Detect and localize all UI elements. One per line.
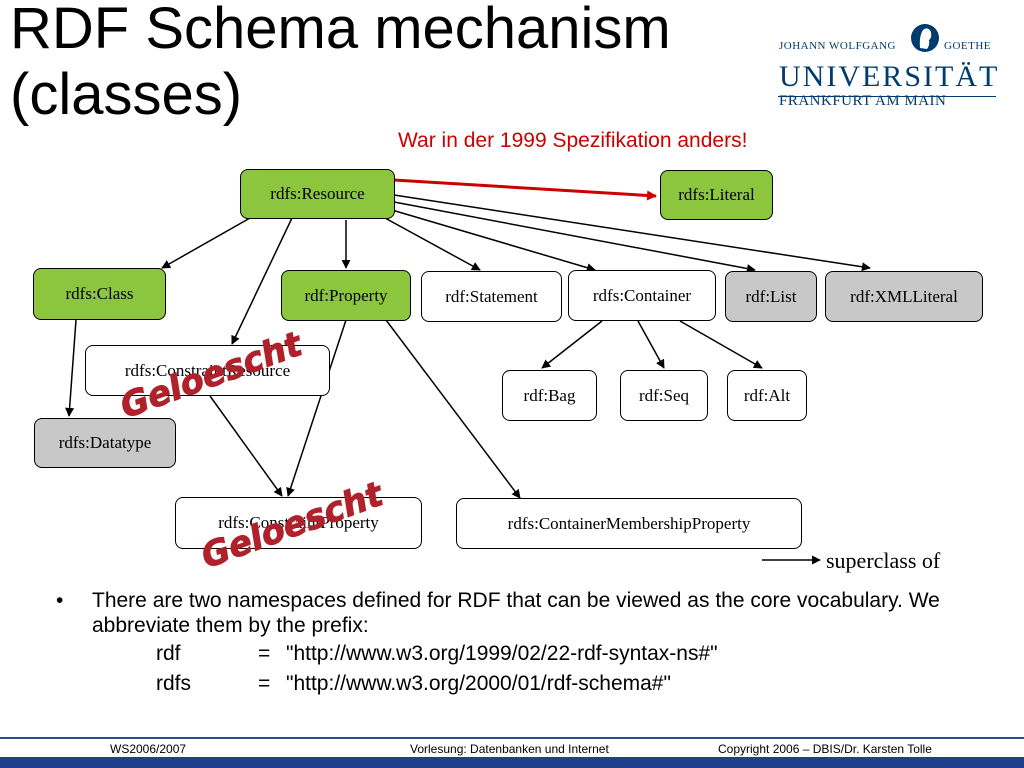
- namespace-uri: "http://www.w3.org/2000/01/rdf-schema#": [286, 672, 671, 695]
- bullet-text: There are two namespaces defined for RDF…: [92, 589, 940, 637]
- slide-title-line1: RDF Schema mechanism: [10, 0, 671, 61]
- namespace-prefix: rdfs: [156, 672, 192, 695]
- node-rdf-xmlliteral: rdf:XMLLiteral: [825, 271, 983, 322]
- footer-semester: WS2006/2007: [110, 742, 187, 756]
- legend-label: superclass of: [826, 548, 941, 573]
- arrow-class-datatype: [65, 319, 77, 417]
- arrow-constraint-resource-constraint-property: [209, 395, 283, 497]
- arrow-resource-list: [393, 201, 756, 273]
- namespace-uri: "http://www.w3.org/1999/02/22-rdf-syntax…: [286, 642, 718, 665]
- footer-bar: [0, 757, 1024, 768]
- node-rdfs-container: rdfs:Container: [568, 270, 716, 321]
- footer-rule: [0, 737, 1024, 739]
- footer-copyright: Copyright 2006 – DBIS/Dr. Karsten Tolle: [718, 742, 932, 756]
- node-rdf-seq: rdf:Seq: [620, 370, 708, 421]
- arrow-property-constraint-property: [286, 319, 347, 497]
- node-rdfs-class: rdfs:Class: [33, 268, 166, 320]
- node-rdfs-constraint-property: rdfs:ConstraintProperty: [175, 497, 422, 549]
- node-rdf-bag: rdf:Bag: [502, 370, 597, 421]
- university-logo: JOHANN WOLFGANG GOETHE UNIVERSITÄT FRANK…: [776, 18, 998, 114]
- arrow-resource-class: [161, 217, 251, 269]
- namespace-row-rdf: rdf = "http://www.w3.org/1999/02/22-rdf-…: [56, 638, 1006, 668]
- namespace-equals: =: [258, 672, 271, 695]
- logo-text-left: JOHANN WOLFGANG: [779, 40, 896, 52]
- logo-rule: [778, 96, 996, 97]
- arrow-resource-constraint-resource: [231, 217, 293, 345]
- arrow-resource-statement: [384, 217, 481, 271]
- arrow-container-alt: [679, 320, 763, 369]
- logo-text-right: GOETHE: [944, 40, 991, 52]
- slide-title: RDF Schema mechanism (classes): [10, 0, 671, 128]
- node-rdfs-constraint-resource: rdfs:ConstraintResource: [85, 345, 330, 396]
- node-rdf-statement: rdf:Statement: [421, 271, 562, 322]
- node-rdfs-container-membership-property: rdfs:ContainerMembershipProperty: [456, 498, 802, 549]
- arrow-container-bag: [541, 320, 603, 369]
- node-rdf-alt: rdf:Alt: [727, 370, 807, 421]
- arrow-resource-xmlliteral: [393, 194, 871, 272]
- slide-title-line2: (classes): [10, 62, 243, 127]
- node-rdf-property: rdf:Property: [281, 270, 411, 321]
- arrow-resource-container: [391, 209, 596, 273]
- arrow-property-cmp: [385, 319, 521, 499]
- node-rdf-list: rdf:List: [725, 271, 817, 322]
- namespace-row-rdfs: rdfs = "http://www.w3.org/2000/01/rdf-sc…: [56, 668, 1006, 698]
- logo-university: UNIVERSITÄT: [779, 60, 1000, 93]
- node-rdfs-resource: rdfs:Resource: [240, 169, 395, 219]
- footer-lecture: Vorlesung: Datenbanken und Internet: [410, 742, 609, 756]
- arrow-container-seq: [637, 320, 665, 369]
- bullet-item: • There are two namespaces defined for R…: [56, 588, 1006, 638]
- namespace-prefix: rdf: [156, 642, 181, 665]
- node-rdfs-datatype: rdfs:Datatype: [34, 418, 176, 468]
- node-rdfs-literal: rdfs:Literal: [660, 170, 773, 220]
- bullet-marker: •: [56, 589, 64, 612]
- bullet-section: • There are two namespaces defined for R…: [56, 588, 1006, 698]
- arrow-resource-literal: [393, 178, 657, 201]
- namespace-equals: =: [258, 642, 271, 665]
- goethe-portrait-icon: [911, 24, 939, 52]
- spec-change-note: War in der 1999 Spezifikation anders!: [398, 129, 748, 152]
- logo-city: FRANKFURT AM MAIN: [779, 93, 947, 109]
